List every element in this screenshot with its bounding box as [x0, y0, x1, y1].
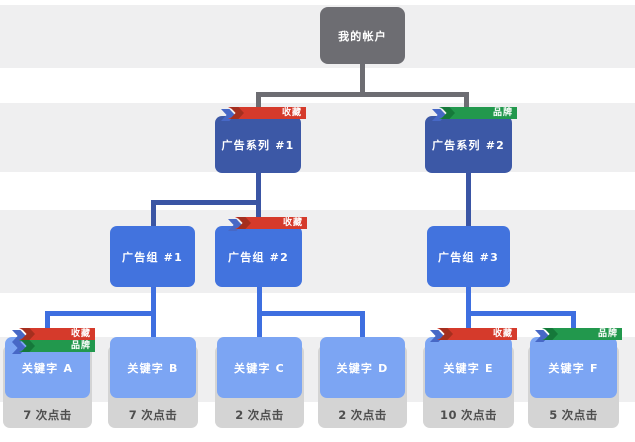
- adgroup-2-connector-bar: [257, 311, 365, 316]
- keyword-f-node: 关键字 F: [530, 337, 617, 398]
- adgroup-2-node-label: 广告组 #2: [228, 250, 289, 264]
- campaign-2-to-adgroup-3: [466, 173, 471, 226]
- background-stripe: [0, 103, 635, 172]
- adgroup-3-node: 广告组 #3: [427, 226, 510, 287]
- keyword-c-node-label: 关键字 C: [234, 361, 285, 375]
- keyword-a-node-label: 关键字 A: [21, 361, 74, 375]
- keyword-d-node: 关键字 D: [320, 337, 405, 398]
- brand-ribbon-label: 品牌: [542, 328, 622, 340]
- campaign-1-node: 广告系列 #1: [215, 116, 301, 173]
- account-connector-bar: [255, 92, 469, 97]
- ribbon-chevron-dark-icon: [21, 328, 35, 340]
- account-node: 我的帐户: [320, 7, 405, 64]
- adgroup-1-node-label: 广告组 #1: [122, 250, 183, 264]
- ribbon-chevron-dark-icon: [230, 107, 244, 119]
- brand-ribbon-label: 品牌: [19, 340, 95, 352]
- favorite-ribbon: 收藏: [228, 217, 307, 231]
- keyword-c-node: 关键字 C: [217, 337, 302, 398]
- account-to-campaign-2: [463, 92, 469, 118]
- ribbon-chevron-dark-icon: [21, 340, 35, 352]
- click-unit: 次点击: [561, 408, 598, 422]
- account-connector-down: [360, 64, 365, 97]
- favorite-ribbon: 收藏: [12, 328, 95, 342]
- campaign-1-connector-down: [255, 173, 261, 226]
- click-count: 7: [23, 408, 32, 422]
- favorite-ribbon: 收藏: [221, 107, 306, 121]
- adgroup-3-node-label: 广告组 #3: [438, 250, 499, 264]
- keyword-e-clicks-label: 10 次点击: [425, 402, 512, 428]
- click-unit: 次点击: [247, 408, 284, 422]
- click-unit: 次点击: [141, 408, 178, 422]
- keyword-e-node-label: 关键字 E: [443, 361, 494, 375]
- adgroup-1-connector-bar: [45, 311, 156, 316]
- click-unit: 次点击: [350, 408, 387, 422]
- favorite-ribbon-label: 收藏: [437, 328, 517, 340]
- adgroup-1-to-keyword-a: [45, 311, 50, 340]
- ribbon-chevron-dark-icon: [441, 107, 455, 119]
- campaign-1-node-label: 广告系列 #1: [221, 138, 295, 152]
- campaign-2-node: 广告系列 #2: [425, 116, 512, 173]
- ribbon-chevron-dark-icon: [544, 328, 558, 340]
- favorite-ribbon-label: 收藏: [228, 107, 306, 119]
- adgroup-2-to-keyword-d: [360, 311, 365, 337]
- click-count: 2: [338, 408, 347, 422]
- campaign-2-node-label: 广告系列 #2: [431, 138, 506, 152]
- click-unit: 次点击: [35, 408, 72, 422]
- keyword-f-node-label: 关键字 F: [548, 361, 599, 375]
- campaign-1-connector-bar: [150, 200, 261, 205]
- background-stripe: [0, 210, 635, 293]
- favorite-ribbon: 收藏: [430, 328, 517, 342]
- ribbon-chevron-dark-icon: [237, 217, 251, 229]
- click-count: 7: [128, 408, 138, 422]
- adgroup-2-node: 广告组 #2: [215, 226, 302, 287]
- keyword-b-node-label: 关键字 B: [127, 361, 179, 375]
- click-count: 5: [549, 408, 558, 422]
- background-stripe: [0, 5, 635, 68]
- brand-ribbon: 品牌: [12, 340, 95, 354]
- favorite-ribbon-label: 收藏: [235, 217, 307, 229]
- favorite-ribbon-label: 收藏: [19, 328, 95, 340]
- brand-ribbon-label: 品牌: [439, 107, 517, 119]
- keyword-e-node: 关键字 E: [425, 337, 512, 398]
- brand-ribbon: 品牌: [535, 328, 622, 342]
- adgroup-3-connector-bar: [466, 311, 576, 316]
- campaign-1-to-adgroup-1: [150, 200, 156, 226]
- keyword-b-node: 关键字 B: [110, 337, 196, 398]
- ribbon-chevron-dark-icon: [439, 328, 453, 340]
- brand-ribbon: 品牌: [432, 107, 517, 121]
- click-count: 2: [235, 408, 244, 422]
- adgroup-3-to-keyword-f: [571, 311, 576, 340]
- adgroup-1-node: 广告组 #1: [110, 226, 195, 287]
- click-count: 10: [439, 408, 457, 422]
- click-unit: 次点击: [461, 408, 497, 422]
- keyword-d-node-label: 关键字 D: [336, 361, 389, 375]
- account-node-label: 我的帐户: [338, 29, 387, 43]
- account-to-campaign-1: [255, 92, 261, 118]
